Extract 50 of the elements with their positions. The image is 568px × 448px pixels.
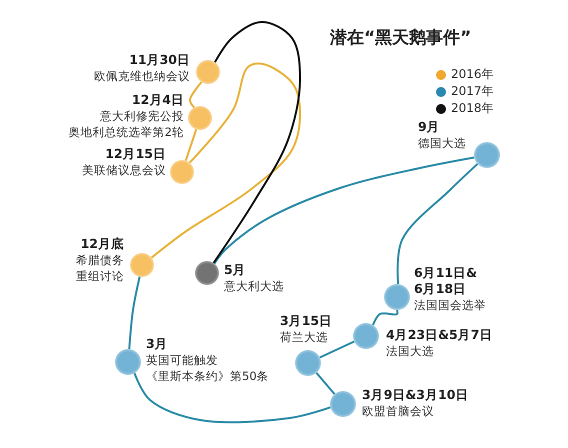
chart-title: 潜在“黑天鹅事件” xyxy=(330,27,472,49)
event-dot xyxy=(474,142,500,168)
connector-line xyxy=(128,276,141,350)
event-description: 德国大选 xyxy=(418,135,466,151)
event-dot xyxy=(130,253,154,277)
event-dot xyxy=(195,261,219,285)
event-dot xyxy=(330,391,356,417)
event-description: 希腊债务重组讨论 xyxy=(75,252,124,284)
event-description: 荷兰大选 xyxy=(280,329,328,345)
event-description: 意大利大选 xyxy=(224,278,284,294)
event-date: 11月30日 xyxy=(129,52,190,68)
event-description: 欧佩克维也纳会议 xyxy=(94,68,190,84)
event-date: 12月底 xyxy=(80,236,124,252)
event-description: 法国国会选举 xyxy=(414,297,486,313)
event-dot xyxy=(295,350,321,376)
event-date: 6月18日 xyxy=(414,281,466,297)
connector-line xyxy=(372,310,398,326)
legend-label: 2017年 xyxy=(451,83,494,100)
event-description: 英国可能触发《里斯本条约》第50条 xyxy=(146,352,270,384)
event-dot xyxy=(188,106,212,130)
event-date: 3月9日&3月10日 xyxy=(362,387,468,403)
event-date: 9月 xyxy=(418,119,440,135)
connector-line xyxy=(316,372,336,395)
connector-line xyxy=(319,340,355,358)
event-date: 5月 xyxy=(224,262,246,278)
event-date: 3月 xyxy=(146,336,168,352)
event-description: 法国大选 xyxy=(386,343,434,359)
legend-label: 2016年 xyxy=(451,66,494,83)
connector-line xyxy=(214,156,474,264)
event-date: 3月15日 xyxy=(280,313,332,329)
connector-line xyxy=(134,372,331,424)
event-description: 美联储议息会议 xyxy=(82,162,166,178)
legend-label: 2018年 xyxy=(451,100,494,117)
event-dot xyxy=(353,323,379,349)
event-description: 意大利修宪公投 xyxy=(100,108,184,124)
connector-line xyxy=(150,62,301,258)
event-description: 欧盟首脑会议 xyxy=(362,403,434,419)
event-dot xyxy=(170,160,194,184)
event-date: 6月11日& xyxy=(414,265,477,281)
connector-line xyxy=(396,163,478,284)
event-description: 奥地利总统选举第2轮 xyxy=(68,124,184,140)
connector-line xyxy=(184,129,198,161)
event-dot xyxy=(115,349,141,375)
event-date: 4月23日&5月7日 xyxy=(386,327,492,343)
connector-line xyxy=(189,81,202,108)
event-dot xyxy=(384,284,410,310)
event-dot xyxy=(196,60,220,84)
event-date: 12月4日 xyxy=(132,92,184,108)
connector-line xyxy=(212,21,301,264)
event-date: 12月15日 xyxy=(105,146,166,162)
